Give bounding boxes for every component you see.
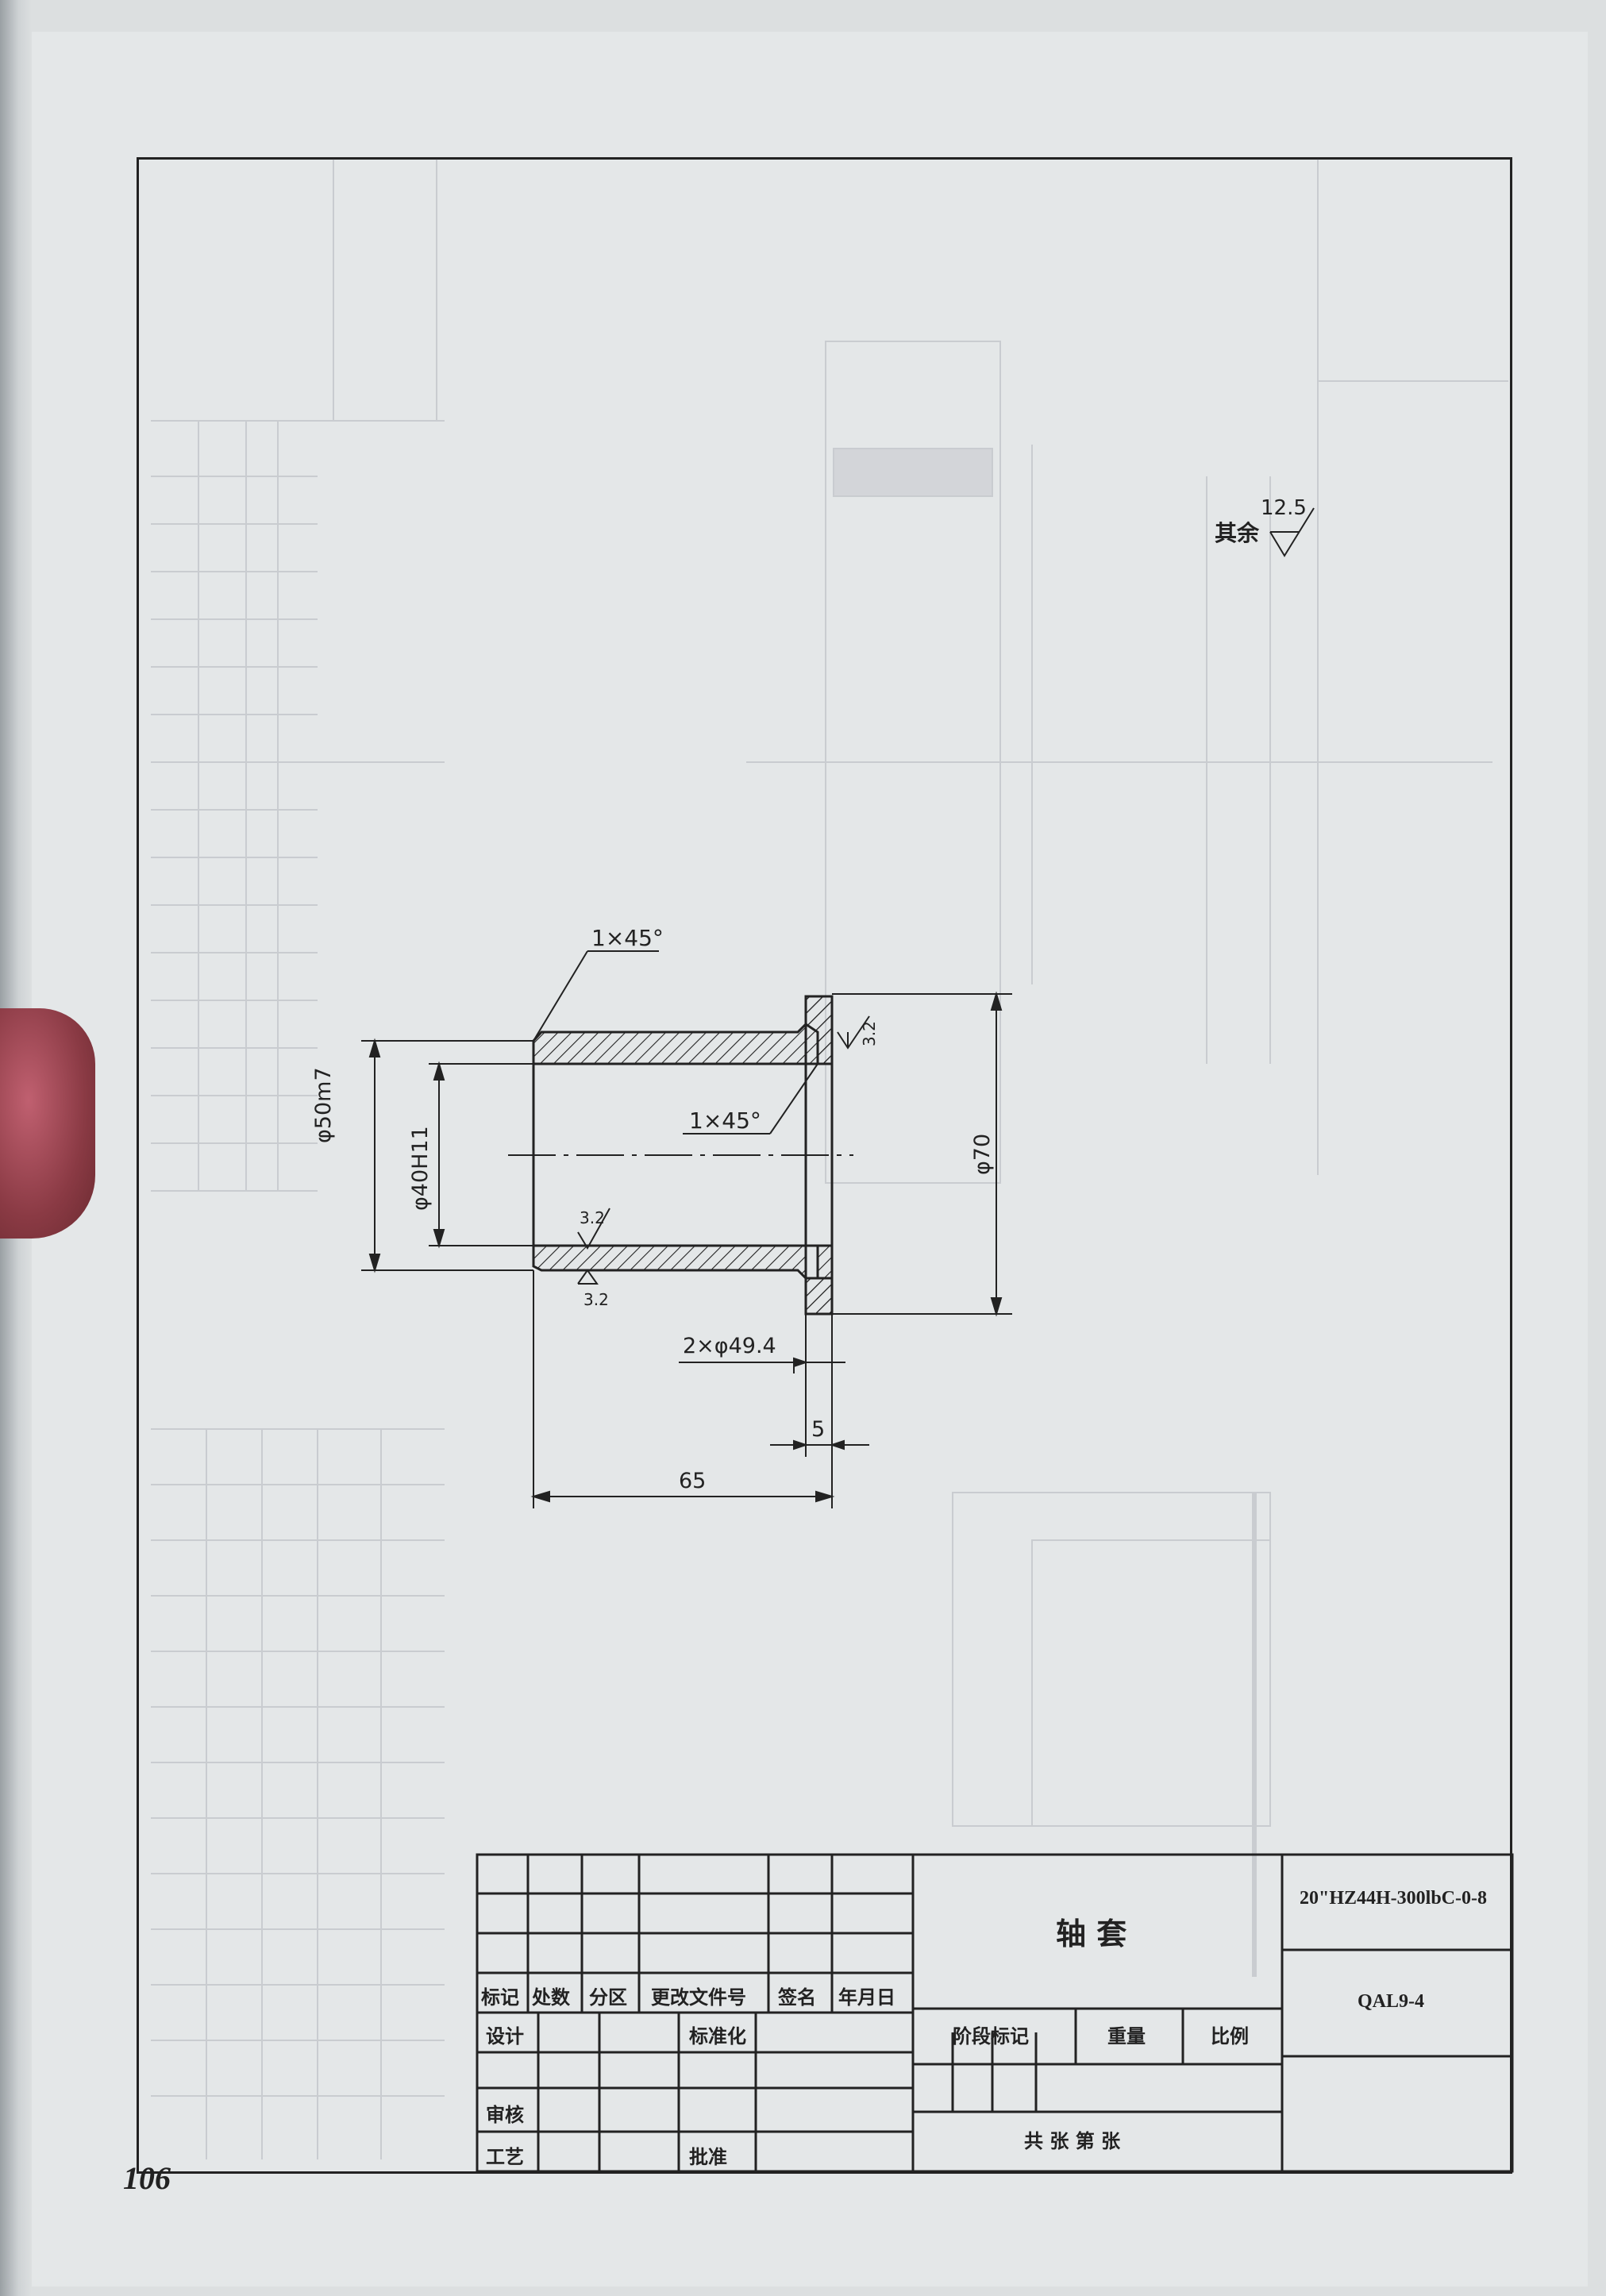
dim-flange-thickness: 5 <box>811 1417 826 1442</box>
chamfer-inner-label: 1×45° <box>689 1108 761 1134</box>
row-review: 审核 <box>486 2104 524 2126</box>
row-standardization: 标准化 <box>689 2025 746 2048</box>
flange-lower <box>804 1244 834 1316</box>
header-date: 年月日 <box>838 1986 895 2009</box>
header-count: 处数 <box>532 1986 570 2009</box>
row-approve: 批准 <box>689 2146 727 2168</box>
chamfer-outer-label: 1×45° <box>591 925 664 951</box>
drawing-number: 20"HZ44H-300lbC-0-8 <box>1300 1888 1487 1909</box>
lower-wall-section <box>532 1244 834 1316</box>
part-name: 轴 套 <box>1056 1917 1127 1951</box>
header-sign: 签名 <box>778 1986 816 2009</box>
drawing-sheet <box>32 32 1588 2286</box>
row-weight: 重量 <box>1107 2025 1146 2048</box>
row-scale: 比例 <box>1211 2025 1249 2048</box>
header-zone: 分区 <box>589 1986 627 2009</box>
material: QAL9-4 <box>1358 1991 1424 2012</box>
row-stage-mark: 阶段标记 <box>953 2025 1029 2048</box>
row-design: 设计 <box>486 2025 524 2048</box>
dim-inner-dia: φ40H11 <box>408 1126 433 1211</box>
dim-groove: 2×φ49.4 <box>683 1334 776 1358</box>
thumb-holding-page <box>0 1008 95 1239</box>
dim-outer-dia: φ50m7 <box>311 1067 336 1143</box>
roughness-bore: 3.2 <box>580 1208 605 1227</box>
header-mark: 标记 <box>481 1986 519 2009</box>
dim-length: 65 <box>679 1469 707 1493</box>
row-sheets: 共 张 第 张 <box>1024 2130 1121 2152</box>
header-change-doc: 更改文件号 <box>651 1986 746 2009</box>
title-block-grid <box>476 1853 1514 2173</box>
dim-flange-dia: φ70 <box>970 1133 995 1175</box>
roughness-flange: 3.2 <box>860 1021 879 1046</box>
row-process: 工艺 <box>486 2146 524 2168</box>
upper-wall-section <box>532 995 834 1065</box>
page-number: 106 <box>123 2160 171 2196</box>
roughness-general-value: 12.5 <box>1261 496 1307 520</box>
roughness-general-prefix: 其余 <box>1215 520 1260 546</box>
roughness-outer: 3.2 <box>583 1290 609 1309</box>
